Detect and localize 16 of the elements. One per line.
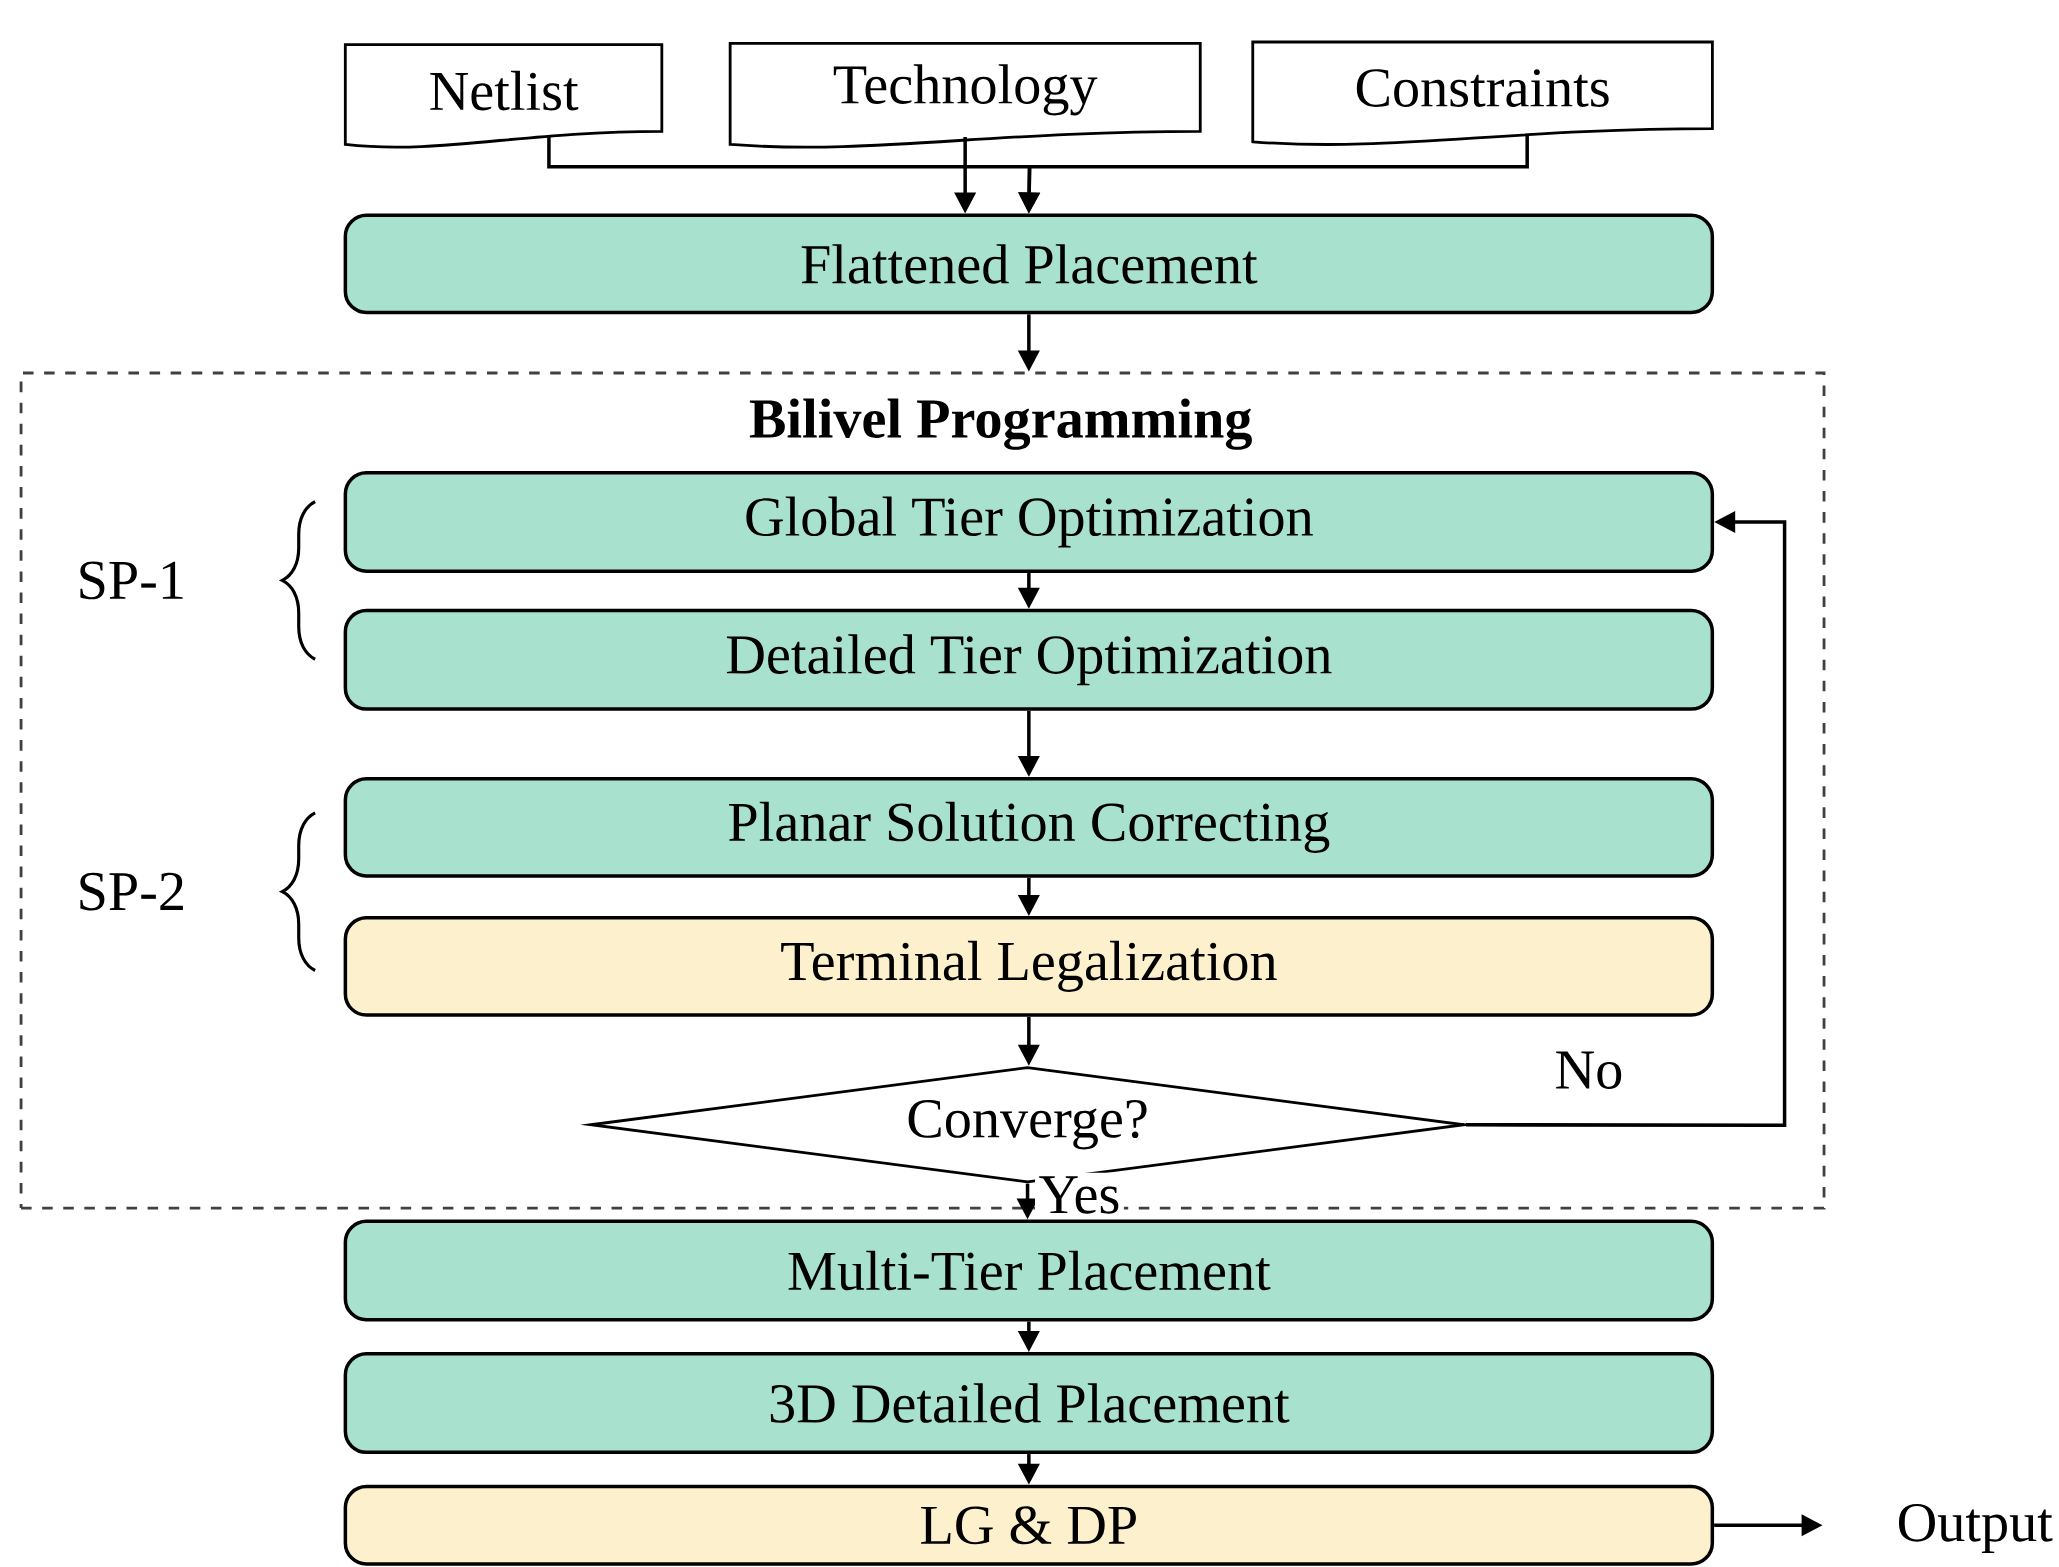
document-box: Netlist — [343, 43, 664, 149]
group-label: SP-1 — [80, 561, 183, 600]
group-label: SP-2 — [80, 873, 183, 911]
process-box: Flattened Placement — [343, 213, 1715, 315]
process-box: Global Tier Optimization — [343, 471, 1715, 574]
edge-label: No — [1551, 1048, 1627, 1093]
process-box: 3D Detailed Placement — [343, 1352, 1715, 1455]
output-text: Output — [1898, 1504, 2053, 1554]
process-box: Terminal Legalization — [343, 916, 1715, 1018]
process-box: Planar Solution Correcting — [343, 777, 1715, 878]
process-box: Multi-Tier Placement — [343, 1219, 1715, 1322]
edge-label: Yes — [1035, 1173, 1124, 1218]
process-box: Detailed Tier Optimization — [343, 609, 1715, 712]
document-box: Technology — [728, 42, 1202, 149]
process-box: LG & DP — [343, 1485, 1715, 1566]
document-box: Constraints — [1251, 40, 1714, 147]
